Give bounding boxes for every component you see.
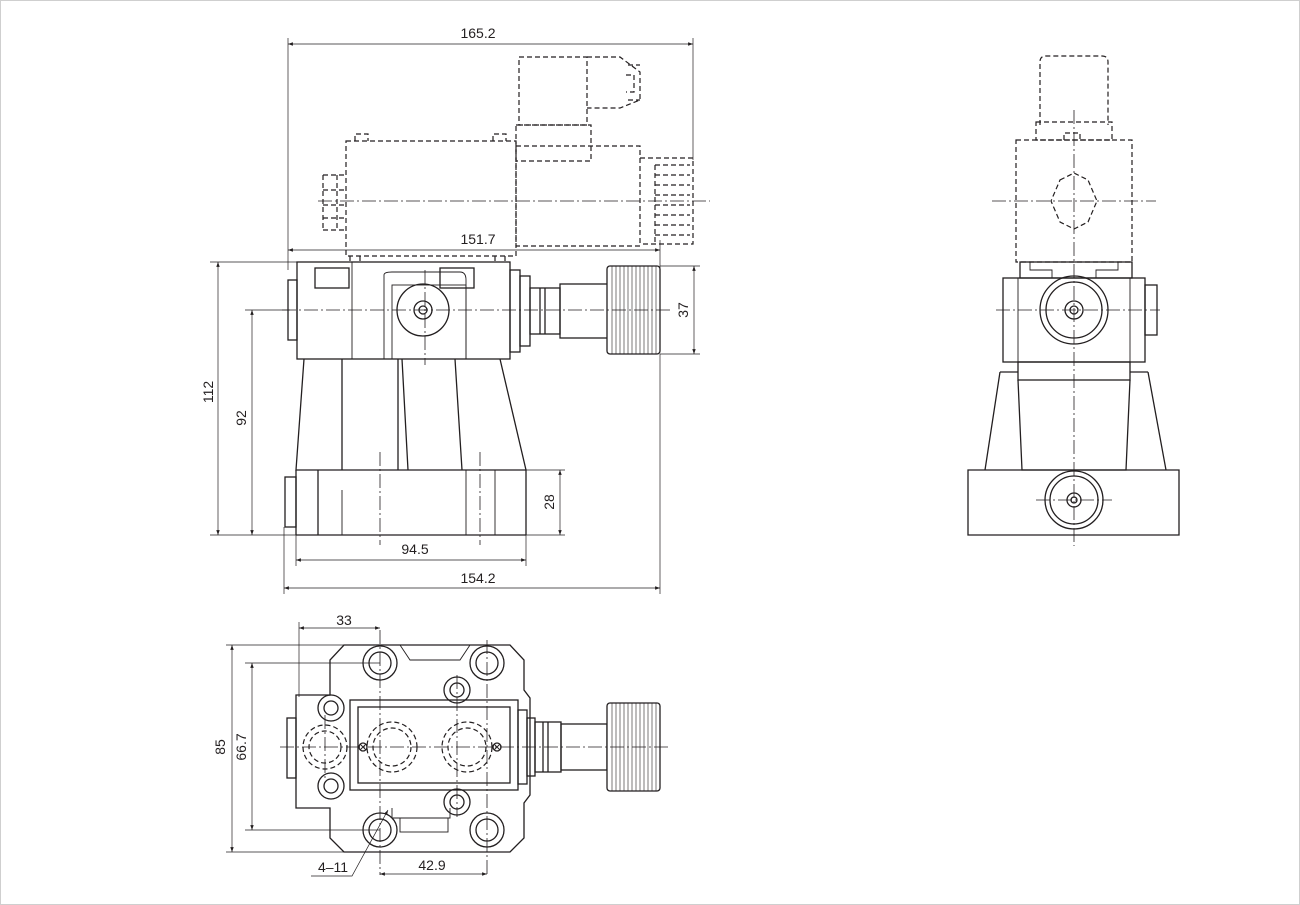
dim-base-width: 94.5	[401, 541, 428, 557]
dim-body-length: 151.7	[460, 231, 495, 247]
bolt-holes	[317, 645, 505, 848]
dim-base-height: 28	[541, 494, 557, 510]
dim-port-offset: 33	[336, 612, 352, 628]
dim-total-height: 112	[200, 381, 216, 404]
dim-bolt-holes: 4–11	[318, 859, 348, 875]
dim-bolt-pitch: 42.9	[418, 857, 445, 873]
side-view	[967, 55, 1180, 546]
dim-overall-length-top: 165.2	[460, 25, 495, 41]
valve-body	[282, 261, 670, 545]
dim-port-height: 92	[233, 410, 249, 426]
dim-knob-height: 37	[675, 302, 691, 318]
solenoid-outline	[322, 56, 694, 262]
top-dimensions	[226, 622, 487, 877]
front-view: 165.2 151.7 112 92 37 28 94.5 154.2	[200, 25, 710, 594]
dim-mount-pitch: 66.7	[233, 733, 249, 760]
top-view: 33 85 66.7 4–11 42.9	[212, 612, 668, 877]
front-dimensions	[210, 38, 700, 594]
dim-overall-length-bottom: 154.2	[460, 570, 495, 586]
dim-mount-width: 85	[212, 739, 228, 755]
